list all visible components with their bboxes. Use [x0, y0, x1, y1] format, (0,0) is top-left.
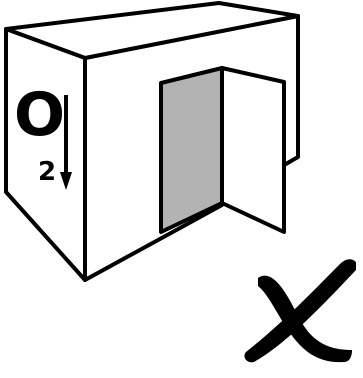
formula-subscript: 2 [38, 157, 56, 187]
formula-letter: O [14, 80, 65, 150]
building-side-face [6, 29, 85, 280]
cross-mark-icon [244, 259, 356, 362]
door-leaf [222, 68, 284, 232]
cross-stroke-ascending [244, 259, 356, 362]
doorway-opening [161, 68, 222, 232]
open-door-icon [161, 68, 284, 232]
